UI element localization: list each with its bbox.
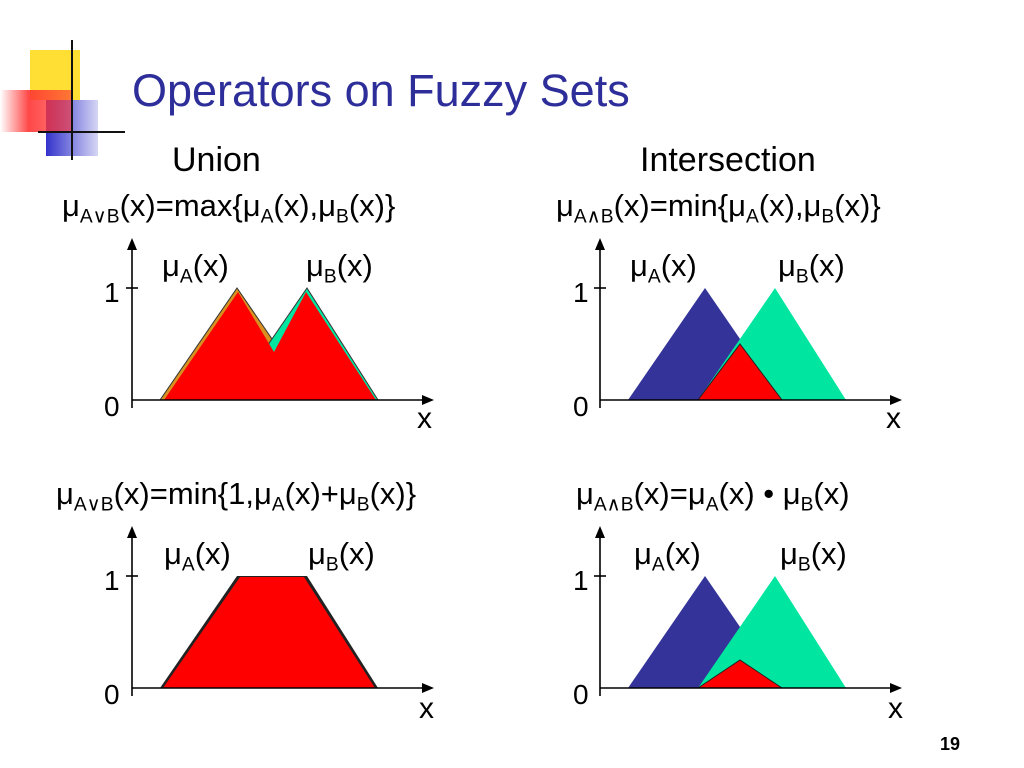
x-axis-arrow — [890, 395, 902, 405]
mu-b-label: μB(x) — [780, 536, 847, 576]
mu-b-label: μB(x) — [308, 536, 375, 576]
union-bounded-sum-formula: μA∨B(x)=min{1,μA(x)+μB(x)} — [56, 476, 417, 516]
y-axis-arrow — [595, 526, 605, 538]
y-tick-zero: 0 — [104, 391, 120, 422]
mu-a-label: μA(x) — [164, 536, 231, 576]
formula-body: (x)=min{1,μA(x)+μB(x)} — [113, 476, 417, 516]
union-heading: Union — [172, 141, 261, 179]
union-result-area — [163, 577, 375, 688]
formula-body: (x)=min{μA(x),μB(x)} — [613, 188, 881, 228]
x-axis-arrow — [422, 683, 434, 693]
y-axis-arrow — [127, 238, 137, 250]
formula-body: (x)=max{μA(x),μB(x)} — [119, 188, 396, 228]
y-axis-arrow — [127, 526, 137, 538]
x-axis-label: x — [886, 402, 901, 435]
y-tick-zero: 0 — [573, 679, 589, 710]
x-axis-arrow — [422, 395, 434, 405]
y-tick-one: 1 — [573, 277, 589, 308]
y-tick-one: 1 — [104, 277, 120, 308]
mu-b-label: μB(x) — [778, 248, 845, 288]
union-result-area — [164, 292, 376, 400]
slide-title: Operators on Fuzzy Sets — [132, 65, 630, 116]
page-number: 19 — [939, 734, 960, 754]
slide-logo-icon — [0, 40, 125, 160]
y-tick-one: 1 — [104, 565, 120, 596]
y-tick-zero: 0 — [104, 679, 120, 710]
x-axis-label: x — [417, 402, 432, 435]
x-axis-label: x — [888, 692, 903, 725]
mu-a-label: μA(x) — [634, 536, 701, 576]
set-b-triangle — [698, 576, 846, 688]
y-tick-zero: 0 — [573, 391, 589, 422]
intersection-heading: Intersection — [640, 141, 816, 179]
mu-a-label: μA(x) — [630, 248, 697, 288]
intersection-product-formula: μA∧B(x)=μA(x) • μB(x) — [576, 476, 850, 516]
intersection-min-formula: μA∧B(x)=min{μA(x),μB(x)} — [556, 188, 881, 228]
x-axis-label: x — [419, 692, 434, 725]
mu-a-label: μA(x) — [162, 248, 229, 288]
y-tick-one: 1 — [573, 565, 589, 596]
y-axis-arrow — [595, 238, 605, 250]
x-axis-arrow — [890, 683, 902, 693]
mu-b-label: μB(x) — [306, 248, 373, 288]
formula-body: (x)=μA(x) • μB(x) — [633, 476, 850, 516]
union-max-formula: μA∨B(x)=max{μA(x),μB(x)} — [62, 188, 396, 228]
